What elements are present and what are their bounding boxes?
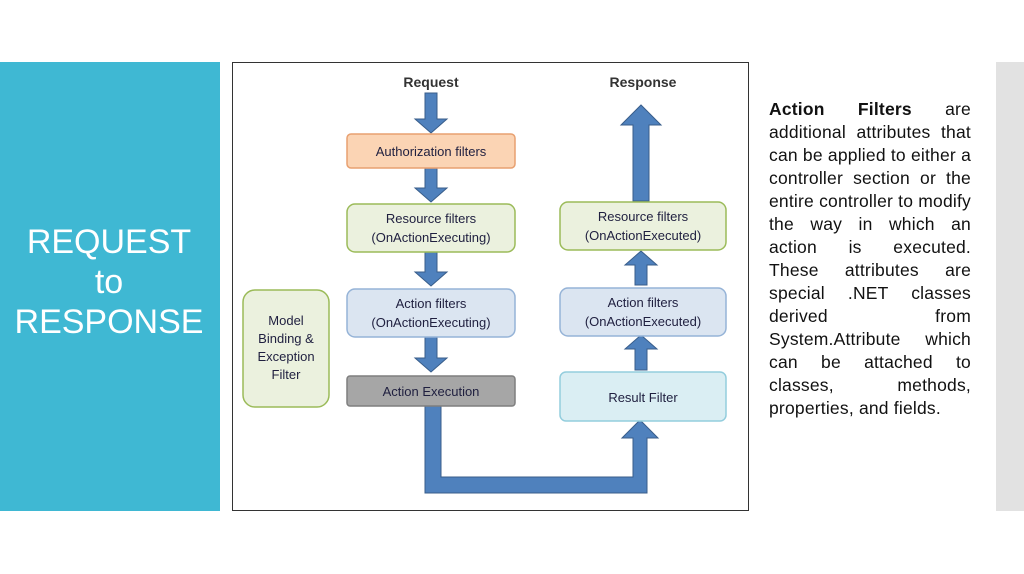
arrow-resource-to-action xyxy=(413,250,449,287)
arrow-execution-to-result xyxy=(424,404,660,494)
action-executed-line-1: Action filters xyxy=(608,295,679,310)
description-text: are additional attributes that can be ap… xyxy=(769,99,971,418)
authorization-box xyxy=(346,133,516,169)
resource-executed-box xyxy=(559,201,727,251)
authorization-label: Authorization filters xyxy=(376,144,487,159)
slide-title: REQUEST to RESPONSE xyxy=(0,222,218,342)
action-executed-line-2: (OnActionExecuted) xyxy=(585,314,701,329)
model-binding-box xyxy=(242,289,330,408)
diagram-canvas: Request Response Authorization filters R… xyxy=(242,74,727,494)
action-execution-label: Action Execution xyxy=(383,384,480,399)
arrow-request-to-authorization xyxy=(413,92,449,134)
arrow-action-out-to-resource-out xyxy=(623,250,659,286)
result-filter-label: Result Filter xyxy=(608,390,678,405)
filter-pipeline-diagram: Request Response Authorization filters R… xyxy=(232,62,749,511)
model-binding-line-3: Exception xyxy=(257,349,314,364)
resource-executed-line-2: (OnActionExecuted) xyxy=(585,228,701,243)
arrow-authorization-to-resource xyxy=(413,166,449,203)
slide-title-line-2: to xyxy=(94,263,124,301)
model-binding-line-1: Model xyxy=(268,313,304,328)
action-execution-box xyxy=(346,375,516,407)
action-filters-description: Action Filters are additional attributes… xyxy=(769,98,971,420)
action-executing-line-1: Action filters xyxy=(396,296,467,311)
resource-executing-box xyxy=(346,203,516,253)
description-term: Action Filters xyxy=(769,99,912,119)
action-executing-box xyxy=(346,288,516,338)
resource-executing-line-2: (OnActionExecuting) xyxy=(371,230,490,245)
arrow-action-to-execution xyxy=(413,336,449,373)
model-binding-line-2: Binding & xyxy=(258,331,314,346)
arrow-result-to-action-out xyxy=(623,334,659,371)
response-label: Response xyxy=(610,74,677,90)
slide-title-line-1: REQUEST xyxy=(26,223,192,261)
arrows xyxy=(413,92,663,494)
resource-executing-line-1: Resource filters xyxy=(386,211,477,226)
request-label: Request xyxy=(403,74,459,90)
model-binding-line-4: Filter xyxy=(272,367,302,382)
result-filter-box xyxy=(559,371,727,422)
slide-title-line-3: RESPONSE xyxy=(14,303,204,341)
arrow-resource-out-to-response xyxy=(619,104,663,202)
action-executed-box xyxy=(559,287,727,337)
resource-executed-line-1: Resource filters xyxy=(598,209,689,224)
title-panel xyxy=(0,62,220,511)
scroll-strip xyxy=(996,62,1024,511)
action-executing-line-2: (OnActionExecuting) xyxy=(371,315,490,330)
